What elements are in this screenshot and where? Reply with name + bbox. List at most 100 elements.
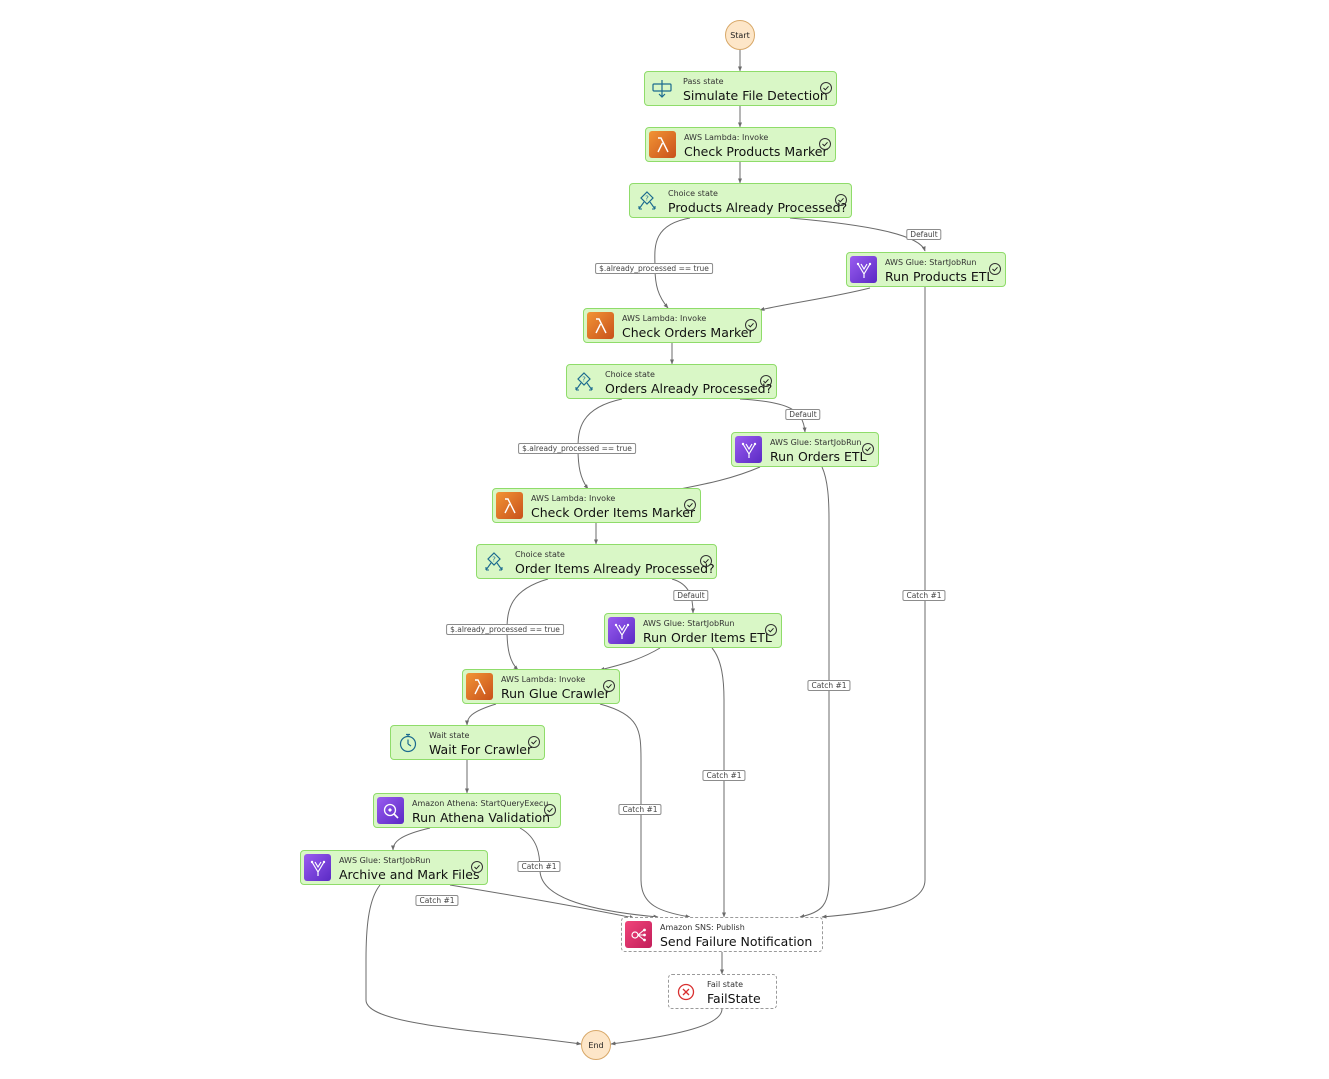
success-check-icon bbox=[819, 138, 831, 150]
svg-text:?: ? bbox=[645, 194, 649, 202]
state-name-label: Run Order Items ETL bbox=[643, 630, 772, 645]
state-type-label: Amazon Athena: StartQueryExecu bbox=[412, 799, 548, 808]
athena-icon bbox=[377, 797, 404, 824]
state-type-label: Fail state bbox=[707, 980, 744, 989]
state-name-label: Check Orders Marker bbox=[622, 325, 754, 340]
state-type-label: AWS Glue: StartJobRun bbox=[339, 856, 431, 865]
state-name-label: Wait For Crawler bbox=[429, 742, 533, 757]
state-order-items-already-processed[interactable]: ? Choice state Order Items Already Proce… bbox=[476, 544, 717, 579]
glue-icon bbox=[304, 854, 331, 881]
state-name-label: Run Athena Validation bbox=[412, 810, 551, 825]
success-check-icon bbox=[528, 736, 540, 748]
state-run-order-items-etl[interactable]: AWS Glue: StartJobRun Run Order Items ET… bbox=[604, 613, 782, 648]
success-check-icon bbox=[765, 624, 777, 636]
lambda-icon bbox=[649, 131, 676, 158]
state-send-failure-notification[interactable]: Amazon SNS: Publish Send Failure Notific… bbox=[621, 917, 823, 952]
edge-archive-catch bbox=[449, 884, 635, 920]
edge-label-default: Default bbox=[906, 229, 942, 240]
fail-icon bbox=[672, 978, 699, 1005]
state-name-label: Run Orders ETL bbox=[770, 449, 867, 464]
state-name-label: Orders Already Processed? bbox=[605, 381, 773, 396]
state-name-label: Simulate File Detection bbox=[683, 88, 828, 103]
edge-run-items-to-crawler bbox=[599, 647, 661, 671]
edge-label-default: Default bbox=[673, 590, 709, 601]
success-check-icon bbox=[471, 861, 483, 873]
state-run-glue-crawler[interactable]: AWS Lambda: Invoke Run Glue Crawler bbox=[462, 669, 620, 704]
edge-crawler-catch bbox=[599, 703, 691, 919]
edge-label-catch: Catch #1 bbox=[702, 770, 746, 781]
choice-state-icon: ? bbox=[570, 368, 597, 395]
state-fail[interactable]: Fail state FailState bbox=[668, 974, 777, 1009]
state-name-label: Send Failure Notification bbox=[660, 934, 813, 949]
edge-run-products-catch bbox=[821, 287, 926, 919]
state-type-label: Wait state bbox=[429, 731, 470, 740]
svg-text:?: ? bbox=[492, 555, 496, 563]
state-type-label: Choice state bbox=[668, 189, 718, 198]
state-name-label: Check Products Marker bbox=[684, 144, 828, 159]
edge-label-catch: Catch #1 bbox=[902, 590, 946, 601]
success-check-icon bbox=[544, 804, 556, 816]
state-name-label: Products Already Processed? bbox=[668, 200, 848, 215]
success-check-icon bbox=[862, 443, 874, 455]
success-check-icon bbox=[820, 82, 832, 94]
state-type-label: Choice state bbox=[515, 550, 565, 559]
glue-icon bbox=[850, 256, 877, 283]
state-name-label: Order Items Already Processed? bbox=[515, 561, 715, 576]
state-type-label: AWS Lambda: Invoke bbox=[501, 675, 586, 684]
edge-products-default bbox=[789, 217, 926, 252]
state-type-label: AWS Lambda: Invoke bbox=[684, 133, 769, 142]
state-run-orders-etl[interactable]: AWS Glue: StartJobRun Run Orders ETL bbox=[731, 432, 879, 467]
state-run-products-etl[interactable]: AWS Glue: StartJobRun Run Products ETL bbox=[846, 252, 1006, 287]
pass-state-icon bbox=[648, 75, 675, 102]
success-check-icon bbox=[700, 555, 712, 567]
state-check-order-items-marker[interactable]: AWS Lambda: Invoke Check Order Items Mar… bbox=[492, 488, 701, 523]
edge-orders-default bbox=[739, 398, 807, 433]
state-check-orders-marker[interactable]: AWS Lambda: Invoke Check Orders Marker bbox=[583, 308, 762, 343]
state-type-label: Amazon SNS: Publish bbox=[660, 923, 745, 932]
edge-label-catch: Catch #1 bbox=[618, 804, 662, 815]
edge-label-already-processed: $.already_processed == true bbox=[595, 263, 713, 274]
edge-label-catch: Catch #1 bbox=[415, 895, 459, 906]
end-node[interactable]: End bbox=[581, 1030, 611, 1060]
state-simulate-file-detection[interactable]: Pass state Simulate File Detection bbox=[644, 71, 837, 106]
choice-state-icon: ? bbox=[480, 548, 507, 575]
glue-icon bbox=[735, 436, 762, 463]
lambda-icon bbox=[466, 673, 493, 700]
edge-fail-to-end bbox=[610, 1008, 723, 1046]
state-type-label: AWS Lambda: Invoke bbox=[531, 494, 616, 503]
state-name-label: FailState bbox=[707, 991, 761, 1006]
edge-athena-to-archive bbox=[391, 827, 431, 851]
state-wait-for-crawler[interactable]: Wait state Wait For Crawler bbox=[390, 725, 545, 760]
state-type-label: Pass state bbox=[683, 77, 724, 86]
success-check-icon bbox=[760, 375, 772, 387]
lambda-icon bbox=[496, 492, 523, 519]
edge-run-orders-catch bbox=[799, 466, 830, 918]
state-type-label: AWS Glue: StartJobRun bbox=[643, 619, 735, 628]
state-archive-and-mark-files[interactable]: AWS Glue: StartJobRun Archive and Mark F… bbox=[300, 850, 488, 885]
edge-label-already-processed: $.already_processed == true bbox=[446, 624, 564, 635]
choice-state-icon: ? bbox=[633, 187, 660, 214]
state-orders-already-processed[interactable]: ? Choice state Orders Already Processed? bbox=[566, 364, 777, 399]
sns-icon bbox=[625, 921, 652, 948]
state-type-label: AWS Glue: StartJobRun bbox=[885, 258, 977, 267]
success-check-icon bbox=[684, 499, 696, 511]
edge-label-already-processed: $.already_processed == true bbox=[518, 443, 636, 454]
edge-label-catch: Catch #1 bbox=[807, 680, 851, 691]
glue-icon bbox=[608, 617, 635, 644]
timer-icon bbox=[394, 729, 421, 756]
edge-label-default: Default bbox=[785, 409, 821, 420]
edge-crawler-to-wait bbox=[465, 703, 497, 726]
state-run-athena-validation[interactable]: Amazon Athena: StartQueryExecu Run Athen… bbox=[373, 793, 561, 828]
success-check-icon bbox=[745, 319, 757, 331]
state-type-label: AWS Lambda: Invoke bbox=[622, 314, 707, 323]
state-check-products-marker[interactable]: AWS Lambda: Invoke Check Products Marker bbox=[645, 127, 836, 162]
state-products-already-processed[interactable]: ? Choice state Products Already Processe… bbox=[629, 183, 852, 218]
edge-archive-to-end bbox=[365, 884, 582, 1046]
start-node[interactable]: Start bbox=[725, 20, 755, 50]
state-type-label: Choice state bbox=[605, 370, 655, 379]
state-name-label: Archive and Mark Files bbox=[339, 867, 480, 882]
state-name-label: Check Order Items Marker bbox=[531, 505, 696, 520]
lambda-icon bbox=[587, 312, 614, 339]
state-type-label: AWS Glue: StartJobRun bbox=[770, 438, 862, 447]
